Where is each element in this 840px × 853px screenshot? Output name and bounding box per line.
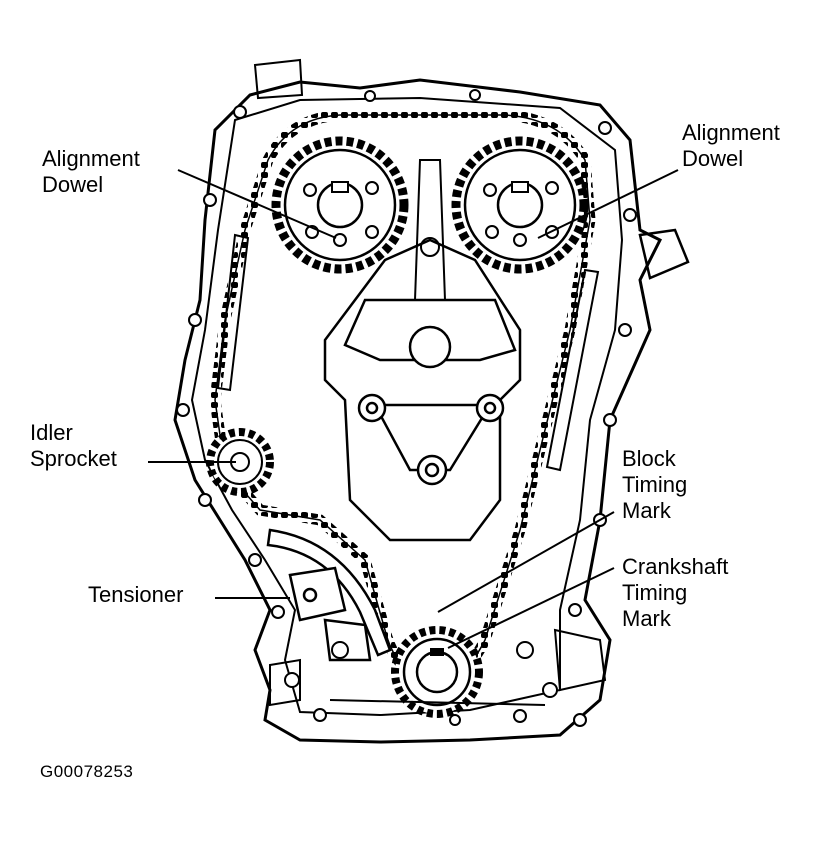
left-cam-sprocket [271,136,409,274]
label-line: Timing [622,580,688,605]
label-line: Alignment [682,120,780,145]
label-line: Crankshaft [622,554,729,579]
cover-bolts [176,89,637,727]
label-line: Tensioner [88,582,184,607]
label-line: Mark [622,498,671,523]
label-line: Idler [30,420,73,445]
crankshaft-sprocket [391,626,483,718]
label-line: Dowel [682,146,744,171]
label-line: Timing [622,472,688,497]
center-bracket [323,238,522,542]
label-line: Alignment [42,146,140,171]
label-line: Mark [622,606,671,631]
label-alignment-dowel-left: Alignment Dowel [42,146,140,198]
figure-id: G00078253 [40,762,134,781]
leader-lines [148,169,679,649]
label-line: Block [622,446,676,471]
label-line: Dowel [42,172,104,197]
label-alignment-dowel-right: Alignment Dowel [682,120,780,172]
label-block-timing-mark: Block Timing Mark [622,446,687,524]
coolant-fitting [638,228,690,280]
label-line: Sprocket [30,446,117,471]
right-cam-sprocket [451,136,589,274]
tensioner-body [288,566,372,662]
label-tensioner: Tensioner [88,582,183,608]
tensioner-shoe [266,528,392,657]
label-crankshaft-timing-mark: Crankshaft Timing Mark [622,554,728,632]
label-idler-sprocket: Idler Sprocket [30,420,117,472]
